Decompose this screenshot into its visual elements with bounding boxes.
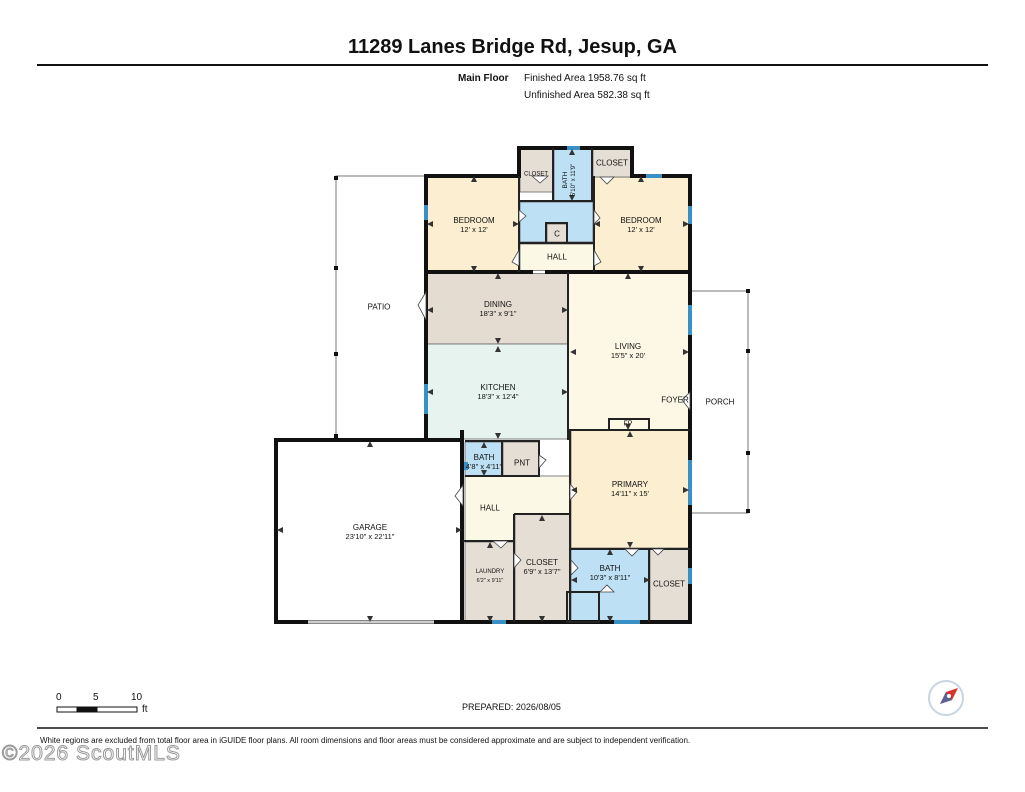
room-patio: PATIO (368, 303, 391, 312)
compass-icon (928, 680, 964, 716)
room-pnt: PNT (514, 459, 530, 468)
room-closet-mid: CLOSET 6'9" x 13'7" (524, 558, 561, 576)
room-dim: 6'9" x 13'7" (523, 567, 561, 576)
room-dim: 4'8" x 4'11" (465, 462, 503, 471)
room-name: PNT (514, 458, 530, 468)
room-name: PRIMARY (611, 480, 649, 489)
room-laundry: LAUNDRY 6'2" x 9'11" (476, 568, 505, 586)
room-dim: 15'5" x 20' (610, 351, 646, 360)
room-primary: PRIMARY 14'11" x 15' (611, 480, 649, 498)
room-hall-top: HALL (547, 253, 567, 262)
room-living: LIVING 15'5" x 20' (611, 342, 645, 360)
room-name: CLOSET (595, 158, 629, 168)
room-name: HALL (546, 252, 568, 262)
room-name: FOYER (661, 395, 689, 405)
room-bath-top: BATH 5'10" x 11'9" (561, 164, 579, 196)
room-name: GARAGE (352, 523, 388, 532)
room-name: CLOSET (523, 171, 549, 178)
door-swings (417, 175, 691, 593)
scale-tick-10: 10 (131, 692, 143, 703)
laundry-fill (464, 541, 516, 623)
room-dim: 18'3" x 12'4" (477, 392, 519, 401)
room-dim: 6'2" x 9'11" (476, 578, 504, 584)
room-porch: PORCH (706, 398, 735, 407)
bedroom-right-fill (593, 176, 690, 273)
garage-fill (276, 440, 464, 623)
finished-area: Finished Area 1958.76 sq ft (524, 73, 646, 84)
patio-posts (334, 176, 750, 513)
room-kitchen: KITCHEN 18'3" x 12'4" (477, 383, 518, 401)
room-name: CLOSET (525, 558, 558, 567)
room-dim: 5'10" x 11'9" (571, 163, 577, 197)
room-bath-mid: BATH 4'8" x 4'11" (466, 453, 502, 471)
room-dining: DINING 18'3" x 9'1" (480, 300, 517, 318)
openings (533, 270, 566, 443)
room-name: HALL (479, 503, 501, 513)
room-dim: 23'10" x 22'11" (345, 532, 395, 541)
dimension-ticks (277, 149, 689, 622)
pnt-fill (502, 441, 540, 477)
room-hall-mid: HALL (480, 504, 500, 513)
disclaimer: White regions are excluded from total fl… (40, 736, 691, 745)
room-bedroom-left: BEDROOM 12' x 12' (453, 216, 494, 234)
scale-tick-5: 5 (93, 692, 99, 703)
room-name: BATH (562, 171, 569, 189)
room-fp: FP (624, 420, 633, 429)
floor-name: Main Floor (458, 73, 509, 84)
living-fill (567, 272, 690, 431)
page-title: 11289 Lanes Bridge Rd, Jesup, GA (347, 36, 677, 58)
room-bath-primary: BATH 10'3" x 8'11" (590, 564, 631, 582)
watermark: ©2026 ScoutMLS (2, 742, 181, 766)
room-dim: 12' x 12' (627, 225, 655, 234)
room-name: CLOSET (652, 579, 686, 589)
room-name: KITCHEN (480, 383, 516, 392)
windows (424, 146, 692, 624)
room-foyer: FOYER (661, 396, 689, 405)
room-name: PORCH (705, 397, 735, 407)
room-bedroom-right: BEDROOM 12' x 12' (620, 216, 661, 234)
room-fills (276, 147, 690, 623)
room-name: BEDROOM (453, 216, 495, 225)
room-garage: GARAGE 23'10" x 22'11" (346, 523, 395, 541)
scale-tick-0: 0 (56, 692, 62, 703)
room-name: BEDROOM (620, 216, 662, 225)
unfinished-area: Unfinished Area 582.38 sq ft (524, 90, 650, 101)
room-closet-primary: CLOSET (653, 580, 685, 589)
header-rule (37, 64, 988, 66)
room-dim: 18'3" x 9'1" (479, 309, 517, 318)
room-name: PATIO (367, 302, 391, 312)
room-dim: 14'11" x 15' (611, 489, 649, 498)
kitchen-fill (426, 343, 569, 440)
room-name: C (554, 229, 560, 239)
scale-bar (56, 706, 138, 713)
prepared-date: PREPARED: 2026/08/05 (462, 702, 561, 712)
room-dim: 10'3" x 8'11" (589, 573, 631, 582)
room-name: FP (623, 420, 633, 428)
closet-mid-fill (514, 513, 571, 623)
room-closet-top-right: CLOSET (596, 159, 628, 168)
room-name: DINING (484, 300, 512, 309)
bath-primary-fill (570, 548, 651, 623)
scale-unit: ft (142, 704, 148, 715)
room-name: BATH (599, 564, 621, 573)
room-name: BATH (473, 453, 495, 462)
room-c-closet: C (554, 230, 560, 239)
room-name: LIVING (614, 342, 642, 351)
room-dim: 12' x 12' (460, 225, 488, 234)
room-name: LAUNDRY (475, 569, 505, 575)
room-closet-small: CLOSET (524, 171, 548, 180)
